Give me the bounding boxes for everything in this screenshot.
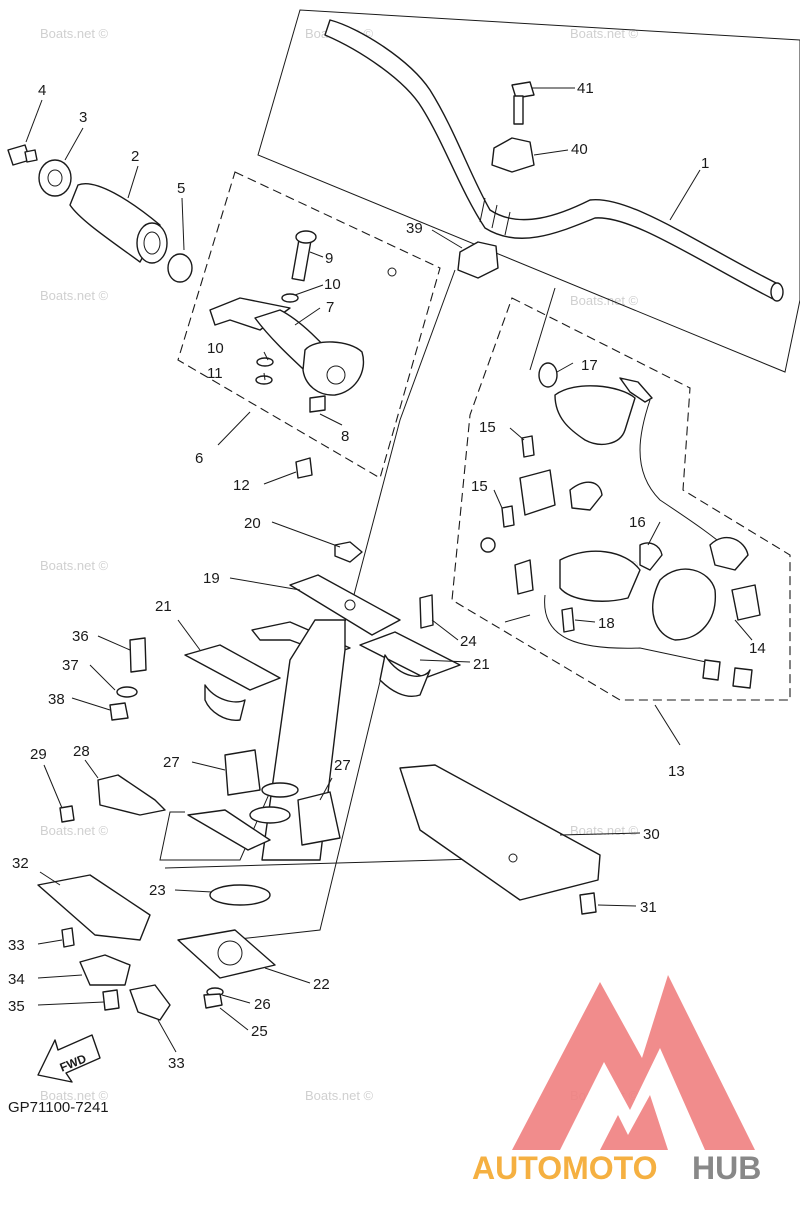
part-label-18: 18	[598, 615, 615, 632]
part-labels: 1 2 3 4 5 6 7 8 9 10 10 11 12 13 14 15 1…	[8, 80, 766, 1072]
part-label-12: 12	[233, 477, 250, 494]
part-label-34: 33	[168, 1055, 185, 1072]
part-label-32: 32	[12, 855, 29, 872]
part-label-5: 5	[177, 180, 185, 197]
grip-parts	[7, 144, 193, 283]
part-label-10-lower: 10	[207, 340, 224, 357]
part-label-6: 6	[195, 450, 203, 467]
watermark: Boats.net ©	[40, 823, 109, 838]
part-label-37: 38	[48, 691, 65, 708]
part-label-35: 36	[72, 628, 89, 645]
watermark: Boats.net ©	[40, 1088, 109, 1103]
part-label-7: 7	[326, 299, 334, 316]
watermark: Boats.net ©	[40, 558, 109, 573]
part-label-11: 11	[207, 365, 223, 382]
part-label-25: 25	[251, 1023, 268, 1040]
part-label-16: 16	[629, 514, 646, 531]
automotohub-logo: AUTOMOTO HUB	[472, 975, 761, 1186]
part-label-22: 22	[313, 976, 330, 993]
reference-frames	[159, 9, 800, 941]
part-label-42: 41	[577, 80, 594, 97]
part-label-36: 37	[62, 657, 79, 674]
part-label-27-right: 27	[334, 757, 351, 774]
watermark: Boats.net ©	[40, 26, 109, 41]
lower-parts	[37, 637, 601, 1021]
fwd-arrow-icon: FWD	[37, 1034, 101, 1083]
leader-lines	[25, 87, 753, 1053]
part-label-21-right: 21	[473, 656, 490, 673]
logo-text-part1: AUTOMOTO	[472, 1150, 657, 1186]
part-label-30: 30	[643, 826, 660, 843]
part-label-26: 26	[254, 996, 271, 1013]
handlebar	[324, 19, 784, 302]
logo-text-part2: HUB	[692, 1150, 761, 1186]
part-label-41: 40	[571, 141, 588, 158]
watermark: Boats.net ©	[570, 293, 639, 308]
part-label-23: 23	[149, 882, 166, 899]
handlebar-clamp-parts	[457, 81, 535, 279]
part-label-27-left: 27	[163, 754, 180, 771]
part-label-31: 31	[640, 899, 657, 916]
part-label-20: 20	[244, 515, 261, 532]
watermark: Boats.net ©	[305, 1088, 374, 1103]
part-label-19: 19	[203, 570, 220, 587]
part-label-29: 29	[30, 746, 47, 763]
part-label-1: 1	[701, 155, 709, 172]
switch-assembly	[480, 362, 761, 689]
part-label-39: 35	[8, 998, 25, 1015]
part-label-3: 3	[79, 109, 87, 126]
part-label-9: 9	[325, 250, 333, 267]
part-label-10-upper: 10	[324, 276, 341, 293]
part-label-15-lower: 15	[471, 478, 488, 495]
throttle-assembly	[209, 230, 397, 479]
diagram-code: GP71100-7241	[8, 1099, 109, 1116]
part-label-33: 33	[8, 937, 25, 954]
part-label-8: 8	[341, 428, 349, 445]
part-label-17: 17	[581, 357, 598, 374]
part-label-24: 24	[460, 633, 477, 650]
part-label-4: 4	[38, 82, 46, 99]
part-label-28: 28	[73, 743, 90, 760]
part-label-13: 13	[668, 763, 685, 780]
watermark: Boats.net ©	[40, 288, 109, 303]
steering-column	[184, 541, 461, 861]
part-label-2: 2	[131, 148, 139, 165]
part-label-14: 14	[749, 640, 766, 657]
part-label-15-upper: 15	[479, 419, 496, 436]
part-label-40: 39	[406, 220, 423, 237]
part-label-34-38: 34	[8, 971, 25, 988]
part-label-21-left: 21	[155, 598, 172, 615]
watermark: Boats.net ©	[570, 823, 639, 838]
watermarks: Boats.net © Boats.net © Boats.net © Boat…	[40, 26, 639, 1103]
